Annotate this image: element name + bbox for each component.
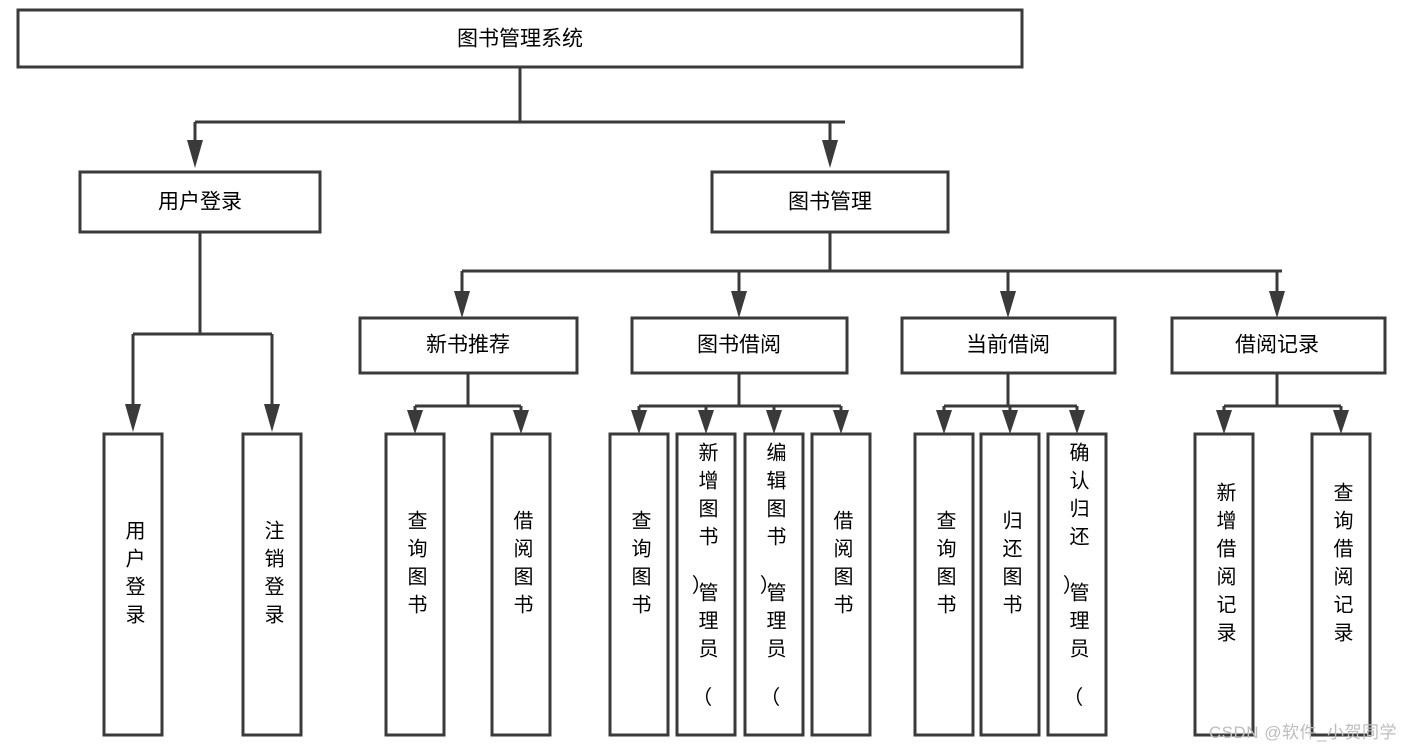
leaf-book-borrow-add[interactable]: 新增图书（管理员） (675, 432, 737, 737)
leaf-book-borrow-edit[interactable]: 编辑图书（管理员） (743, 432, 805, 737)
connector-book-borrow-to-leaves (631, 373, 849, 434)
leaf-book-borrow-edit-label: 编辑图书（管理员） (760, 442, 786, 706)
leaf-new-book-borrow-label: 借阅图书 (510, 510, 533, 614)
leaf-new-book-query[interactable]: 查询图书 (384, 432, 446, 737)
leaf-current-borrow-return[interactable]: 归还图书 (979, 432, 1041, 737)
leaf-borrow-record-query-label: 查询借阅记录 (1330, 482, 1353, 642)
leaf-current-borrow-return-label: 归还图书 (999, 510, 1022, 614)
node-new-book-recommend-label: 新书推荐 (426, 334, 510, 357)
leaf-current-borrow-confirm-label: 确认归还（管理员） (1063, 442, 1089, 706)
connector-user-login-to-leaves (125, 232, 280, 432)
csdn-watermark: CSDN @软件_小贺同学 (1208, 723, 1397, 742)
node-book-borrow[interactable]: 图书借阅 (630, 316, 849, 375)
leaf-book-borrow-borrow-label: 借阅图书 (830, 510, 853, 614)
connector-borrow-record-to-leaves (1216, 373, 1349, 434)
node-new-book-recommend[interactable]: 新书推荐 (358, 316, 579, 375)
leaf-user-login-logout[interactable]: 注销登录 (241, 432, 303, 737)
leaf-book-borrow-borrow[interactable]: 借阅图书 (810, 432, 872, 737)
leaf-user-login-login-label: 用户登录 (122, 520, 145, 624)
node-root-label: 图书管理系统 (457, 28, 583, 51)
leaf-borrow-record-add[interactable]: 新增借阅记录 (1193, 432, 1255, 737)
leaf-current-borrow-query[interactable]: 查询图书 (913, 432, 975, 737)
node-user-login[interactable]: 用户登录 (78, 170, 322, 234)
node-current-borrow[interactable]: 当前借阅 (900, 316, 1117, 375)
leaf-user-login-login[interactable]: 用户登录 (102, 432, 164, 737)
node-borrow-record-label: 借阅记录 (1235, 334, 1319, 357)
node-borrow-record[interactable]: 借阅记录 (1170, 316, 1387, 375)
leaf-new-book-borrow[interactable]: 借阅图书 (490, 432, 552, 737)
node-book-management-label: 图书管理 (788, 191, 872, 214)
leaf-borrow-record-query[interactable]: 查询借阅记录 (1310, 432, 1372, 737)
leaf-current-borrow-query-label: 查询图书 (933, 510, 956, 614)
connector-new-book-to-leaves (407, 373, 529, 434)
connector-current-borrow-to-leaves (936, 373, 1085, 434)
node-book-management[interactable]: 图书管理 (710, 170, 950, 234)
node-user-login-label: 用户登录 (158, 191, 242, 214)
leaf-book-borrow-add-label: 新增图书（管理员） (692, 442, 718, 706)
node-book-borrow-label: 图书借阅 (697, 334, 781, 357)
leaf-new-book-query-label: 查询图书 (404, 510, 427, 614)
node-current-borrow-label: 当前借阅 (966, 334, 1050, 357)
leaf-borrow-record-add-label: 新增借阅记录 (1213, 482, 1236, 642)
leaf-book-borrow-query[interactable]: 查询图书 (608, 432, 670, 737)
connector-root-to-level2 (187, 67, 845, 168)
connector-book-manage-to-level3 (454, 232, 1285, 318)
node-root-book-management-system[interactable]: 图书管理系统 (16, 8, 1024, 69)
leaf-current-borrow-confirm[interactable]: 确认归还（管理员） (1046, 432, 1108, 737)
leaf-book-borrow-query-label: 查询图书 (628, 510, 651, 614)
leaf-user-login-logout-label: 注销登录 (261, 520, 284, 624)
